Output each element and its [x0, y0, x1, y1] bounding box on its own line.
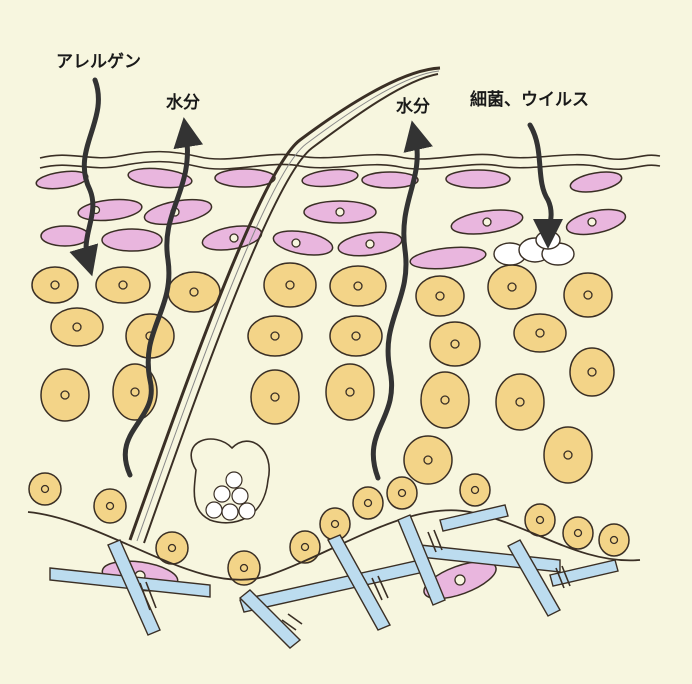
water-arrow-right: [370, 120, 433, 481]
basement-membrane: [27, 509, 641, 581]
epidermal-cells: [28, 262, 630, 586]
label-bacteria-virus: 細菌、ウイルス: [470, 89, 589, 110]
dermis-fibers: [49, 504, 619, 649]
granular-cell-nuclei: [91, 205, 597, 586]
label-water-right: 水分: [396, 96, 430, 117]
microbe-cluster: [493, 230, 575, 266]
water-arrow-left: [122, 117, 204, 478]
label-water-left: 水分: [166, 92, 200, 113]
label-allergen: アレルゲン: [56, 51, 141, 72]
allergen-arrow: [69, 77, 101, 277]
microbe-arrow: [527, 122, 564, 249]
hair-shaft: [128, 66, 441, 544]
fiber-bands: [139, 529, 571, 631]
sebaceous-gland: [190, 438, 270, 524]
stratum-corneum-lines: [39, 150, 661, 171]
epidermal-cell-nuclei: [40, 280, 619, 573]
